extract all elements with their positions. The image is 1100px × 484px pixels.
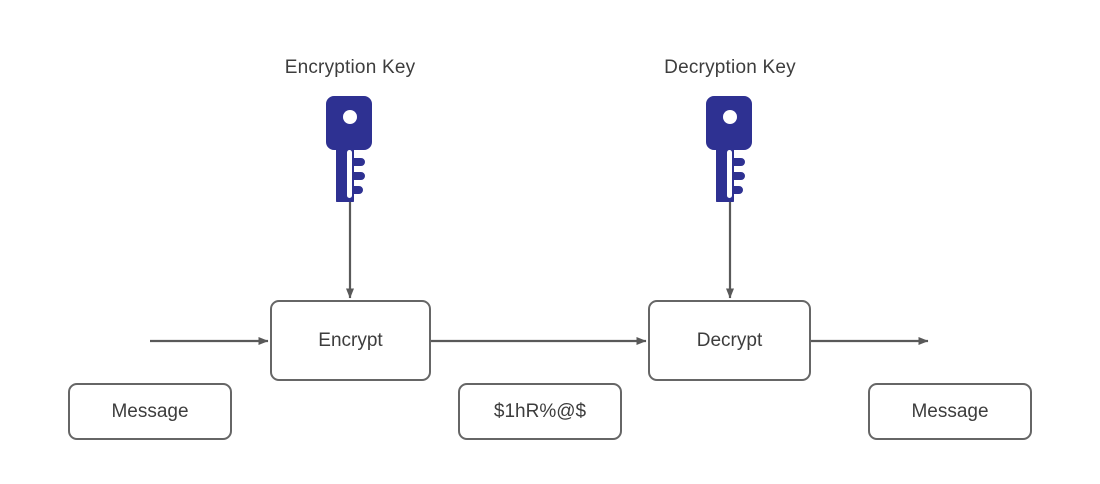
output-message-box[interactable]: Message	[868, 383, 1032, 440]
decrypt-process-box[interactable]: Decrypt	[648, 300, 811, 381]
encryption-key-icon	[326, 94, 374, 209]
input-message-box[interactable]: Message	[68, 383, 232, 440]
encrypt-process-box[interactable]: Encrypt	[270, 300, 431, 381]
encryption-key-label: Encryption Key	[284, 57, 416, 78]
decryption-key-label: Decryption Key	[664, 57, 796, 78]
output-message-label: Message	[911, 400, 989, 422]
decrypt-label: Decrypt	[696, 329, 763, 351]
decryption-key-icon	[706, 94, 754, 209]
ciphertext-box[interactable]: $1hR%@$	[458, 383, 622, 440]
input-message-label: Message	[111, 400, 189, 422]
ciphertext-label: $1hR%@$	[493, 400, 587, 422]
encrypt-label: Encrypt	[318, 329, 383, 351]
